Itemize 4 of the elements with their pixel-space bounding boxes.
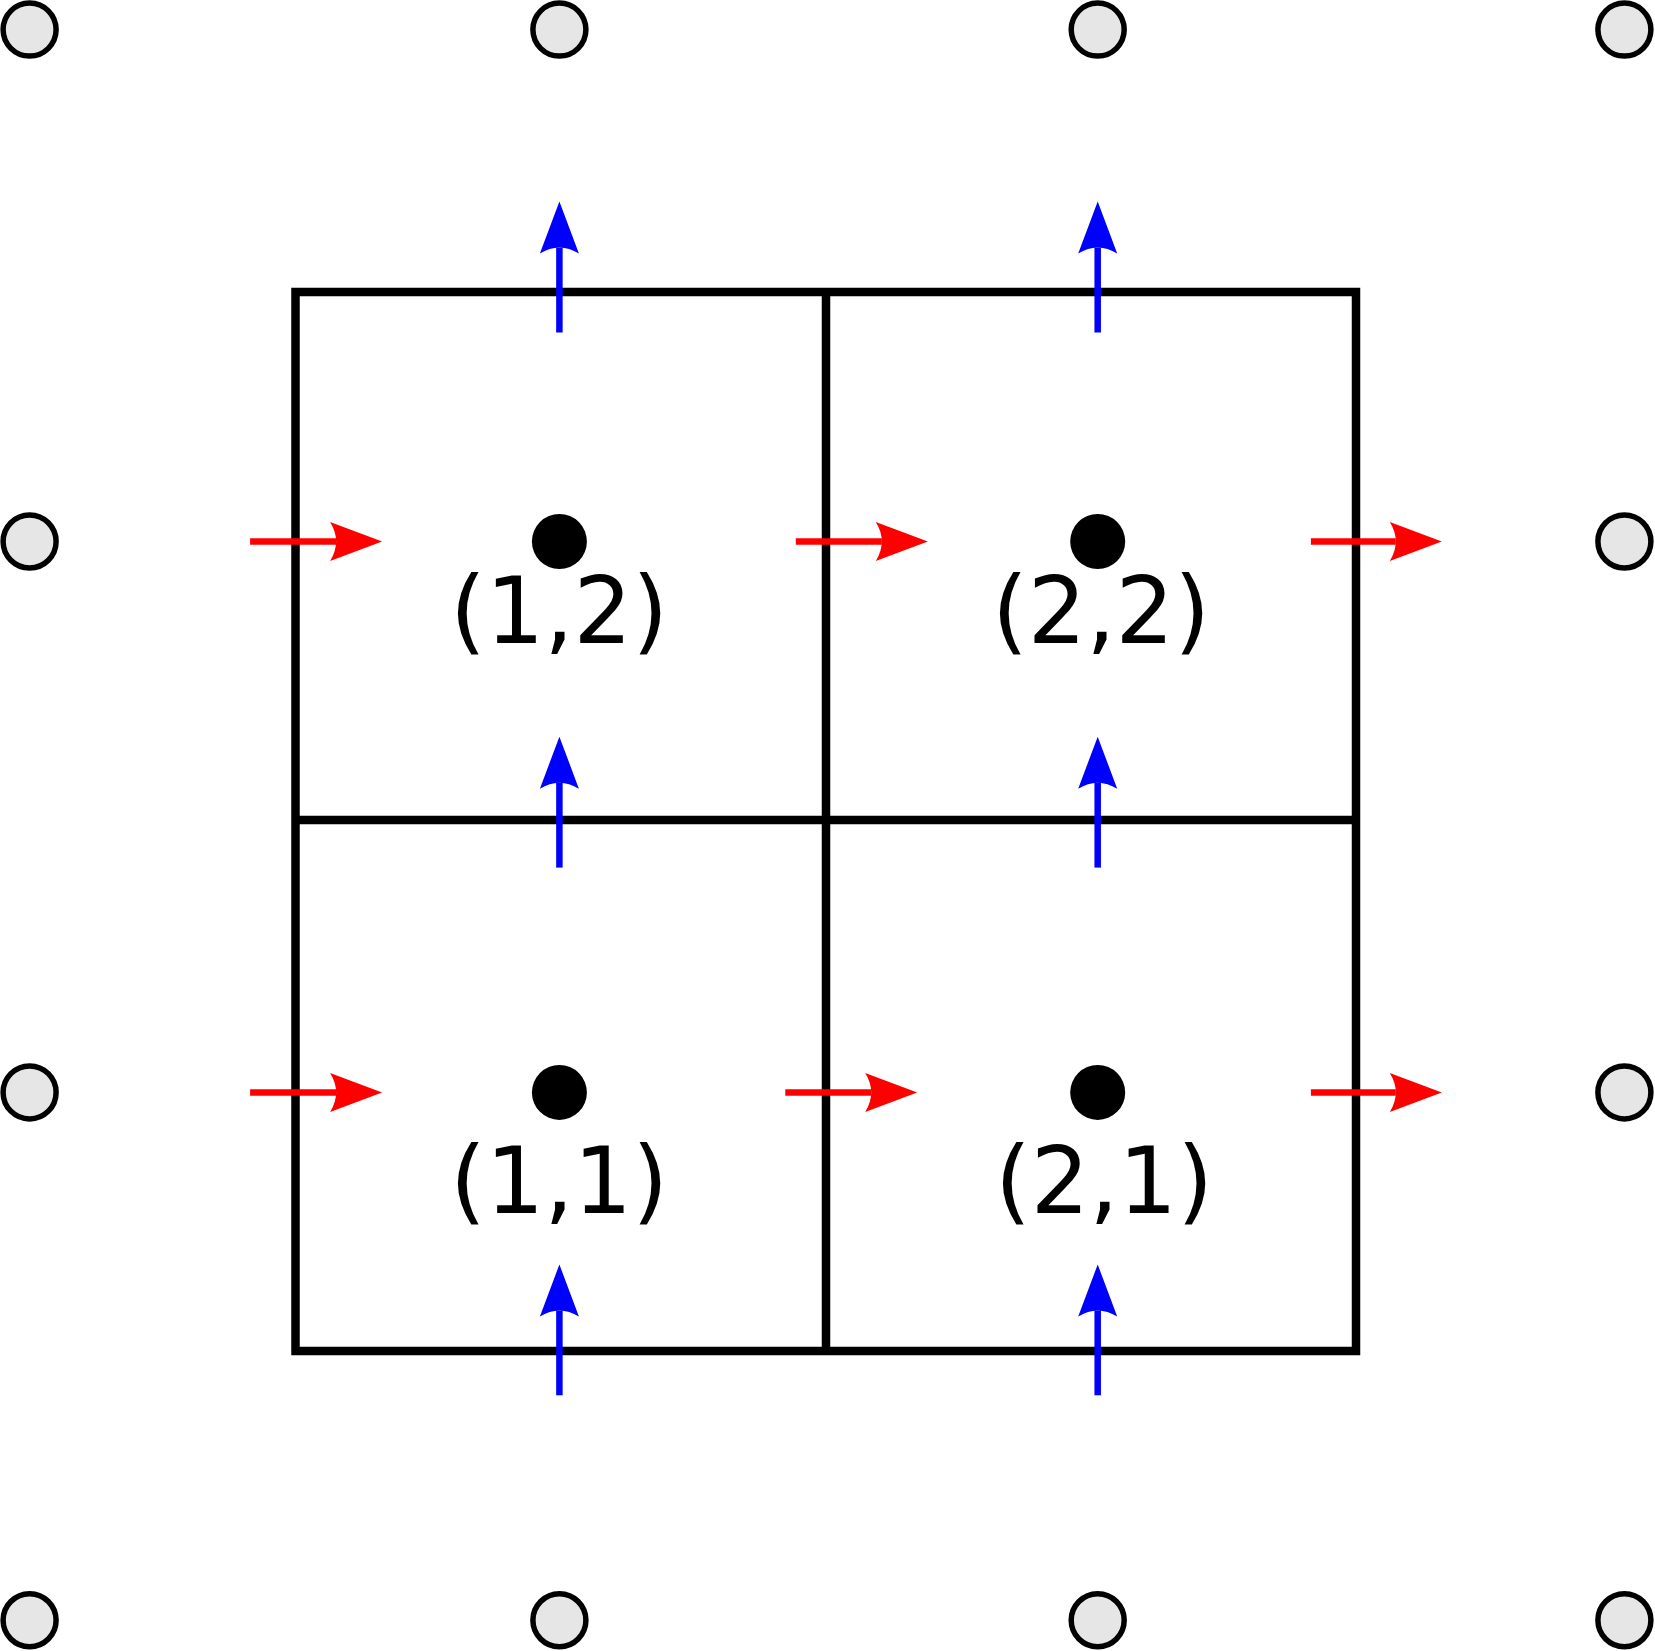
coordinate-label: (2,1) [994,1136,1214,1228]
coordinate-label: (2,2) [991,566,1211,658]
coordinate-label: (1,1) [449,1136,669,1228]
coordinate-label: (1,2) [449,566,669,658]
